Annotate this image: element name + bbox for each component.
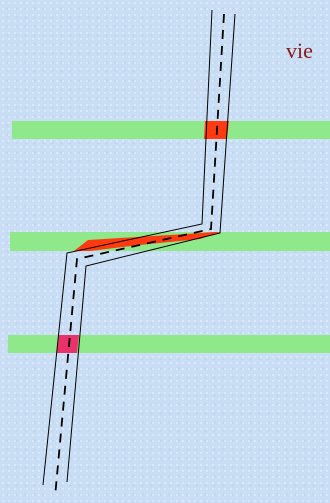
bottom-intersection-highlight xyxy=(57,335,79,353)
path-centerline xyxy=(55,14,224,497)
bottom-band xyxy=(8,335,330,353)
top-band xyxy=(12,121,330,139)
